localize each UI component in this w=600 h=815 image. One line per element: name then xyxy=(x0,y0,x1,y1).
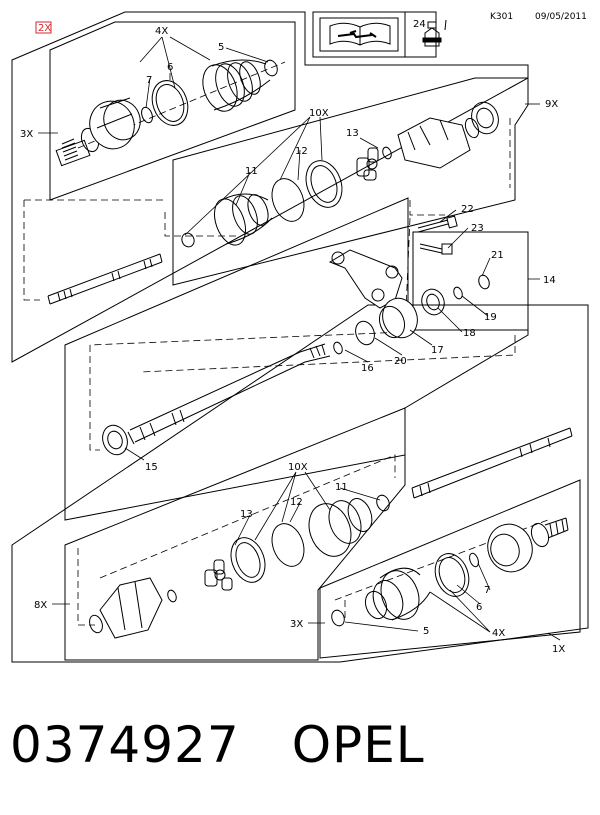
boot-top-inner xyxy=(213,193,273,246)
bolt-22 xyxy=(417,215,458,233)
exploded-drive-shaft-diagram: 2X K301 09/05/2011 24 4X 5 7 6 3X 10X 13… xyxy=(11,11,589,663)
panel-inner-joint-top xyxy=(172,77,529,286)
outer-cv-joint-top xyxy=(55,97,141,167)
callout-label: 20 xyxy=(394,356,407,367)
callout-label: 8X xyxy=(34,600,47,611)
circlip-7-bottom xyxy=(469,552,479,568)
page-code: K301 xyxy=(490,12,513,22)
panel-inner-joint-bottom xyxy=(64,407,406,661)
header-block xyxy=(312,11,437,58)
boot-bottom-outer xyxy=(364,567,431,621)
callout-label: 11 xyxy=(335,482,348,493)
clamp-6-bottom xyxy=(434,553,470,597)
callout-label: 14 xyxy=(543,275,556,286)
callout-label: 18 xyxy=(463,328,476,339)
band-10-top xyxy=(305,160,343,208)
qty-flag: 2X xyxy=(38,23,51,34)
seal-ring-top xyxy=(471,101,499,135)
bolt-23 xyxy=(419,243,453,255)
panel-outer-joint-top xyxy=(49,21,296,201)
callout-label: 5 xyxy=(218,42,224,53)
snap-ring-16 xyxy=(333,341,343,355)
intermediate-shaft xyxy=(127,343,331,445)
tripod-spider-bottom xyxy=(204,559,233,591)
leader-lines xyxy=(38,36,561,641)
part-number: 0374927 xyxy=(10,716,240,774)
tool-ref: 24 xyxy=(413,19,426,30)
callout-label: 12 xyxy=(295,146,308,157)
callout-label: 17 xyxy=(431,345,444,356)
callout-label: 3X xyxy=(20,129,33,140)
callout-label: 4X xyxy=(492,628,505,639)
clamp-12-bottom xyxy=(271,523,305,567)
callout-label: 16 xyxy=(361,363,374,374)
callout-label: 10X xyxy=(288,462,308,473)
boot-top-outer xyxy=(202,59,271,112)
panel-intermediate-shaft xyxy=(64,197,529,521)
page-date: 09/05/2011 xyxy=(535,12,587,22)
clamp-5-bottom xyxy=(331,609,345,627)
callout-label: 21 xyxy=(491,250,504,261)
boot-bottom-inner xyxy=(308,498,373,557)
bearing-housing-17 xyxy=(378,297,418,339)
callout-label: 7 xyxy=(484,585,490,596)
seal-15 xyxy=(102,424,128,456)
callout-label: 13 xyxy=(346,128,359,139)
callout-label: 3X xyxy=(290,619,303,630)
callout-label: 13 xyxy=(240,509,253,520)
footer: 0374927 OPEL xyxy=(10,705,590,795)
callout-label: 23 xyxy=(471,223,484,234)
callout-label: 4X xyxy=(155,26,168,37)
lubricant-bottle-icon xyxy=(422,19,447,47)
bearing-bracket xyxy=(328,249,403,309)
tripod-spider-top xyxy=(356,147,379,181)
band-10-bottom xyxy=(230,537,266,583)
clamp-5-top xyxy=(264,59,278,77)
circlip-13-bottom xyxy=(167,589,177,603)
callout-label: 1X xyxy=(552,644,565,655)
outer-cv-joint-bottom xyxy=(487,517,569,573)
callout-label: 10X xyxy=(309,108,329,119)
clamp-6-top xyxy=(151,80,189,126)
circlip-13-top xyxy=(382,146,392,160)
callout-label: 19 xyxy=(484,312,497,323)
circlip-19 xyxy=(453,286,463,300)
circlip-21 xyxy=(478,274,490,290)
callout-label: 6 xyxy=(167,62,173,73)
qty-flag-box xyxy=(35,21,52,34)
clamp-11-bottom xyxy=(376,494,390,512)
manual-icon xyxy=(329,22,391,46)
tripod-housing-bottom xyxy=(89,577,163,639)
outer-frame-upper xyxy=(11,11,529,363)
callout-label: 11 xyxy=(245,166,258,177)
callout-label: 15 xyxy=(145,462,158,473)
callout-label: 12 xyxy=(290,497,303,508)
header-frame xyxy=(312,11,437,58)
callout-label: 9X xyxy=(545,99,558,110)
callout-label: 6 xyxy=(476,602,482,613)
brand-name: OPEL xyxy=(291,716,425,774)
callout-label: 22 xyxy=(461,204,474,215)
driveshaft-upper xyxy=(47,253,163,305)
snap-ring-20 xyxy=(355,320,375,346)
callout-labels: 2X K301 09/05/2011 24 4X 5 7 6 3X 10X 13… xyxy=(20,12,587,655)
callout-label: 5 xyxy=(423,626,429,637)
clamp-11-top xyxy=(181,232,195,248)
bearing-18 xyxy=(421,288,445,316)
panel-outer-joint-bottom xyxy=(319,479,581,659)
tripod-housing-top xyxy=(397,117,480,169)
outer-frame-lower xyxy=(11,304,589,663)
callout-label: 7 xyxy=(146,75,152,86)
circlip-7-top xyxy=(141,106,153,124)
driveshaft-lower xyxy=(411,427,573,499)
